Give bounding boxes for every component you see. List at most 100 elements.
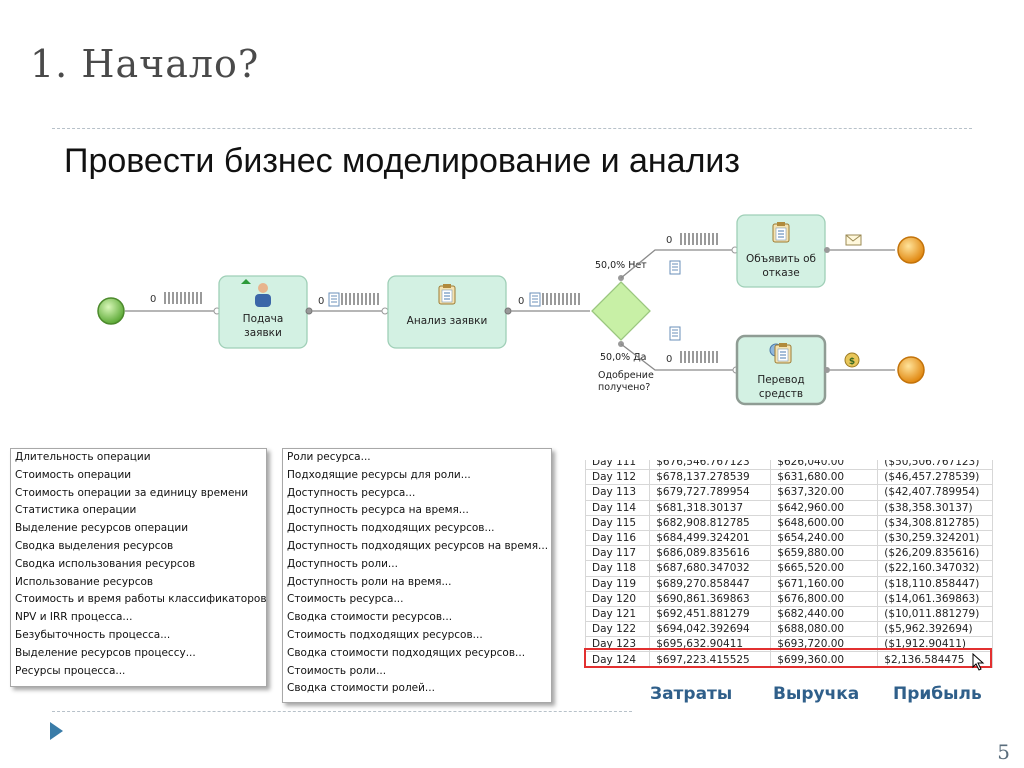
menu-operations-item[interactable]: Сводка использования ресурсов <box>15 557 196 570</box>
table-cell: $686,089.835616 <box>649 545 772 562</box>
table-cell: Day 115 <box>585 514 651 531</box>
menu-resources-item[interactable]: Сводка стоимости ресурсов... <box>287 611 453 624</box>
highlighted-row-marker <box>584 648 992 668</box>
table-cell: Day 120 <box>585 590 651 607</box>
table-cell: ($50,506.767123) <box>877 460 993 471</box>
footer-divider <box>52 711 632 712</box>
menu-operations-item[interactable]: Сводка выделения ресурсов <box>15 539 174 552</box>
table-cell: $682,440.00 <box>770 605 879 623</box>
table-cell: Day 119 <box>585 575 651 592</box>
branch-no-label: 50,0% Нет <box>595 260 647 271</box>
table-cell: Day 112 <box>585 469 651 486</box>
end-event-transfer[interactable] <box>897 356 925 384</box>
queue-count-1: 0 <box>150 294 156 305</box>
slide-title: 1. Начало? <box>30 42 260 86</box>
label-costs: Затраты <box>650 684 733 704</box>
decision-gateway[interactable] <box>591 281 651 341</box>
menu-operations-item[interactable]: NPV и IRR процесса... <box>15 611 133 624</box>
table-cell: $694,042.392694 <box>649 621 772 638</box>
table-cell: $642,960.00 <box>770 499 879 516</box>
table-cell: Day 121 <box>585 605 651 623</box>
menu-resources-item[interactable]: Стоимость подходящих ресурсов... <box>287 628 483 641</box>
menu-operations-item[interactable]: Безубыточность процесса... <box>15 628 171 641</box>
menu-resources-item[interactable]: Доступность ресурса... <box>287 486 416 499</box>
branch-yes-label: 50,0% Да <box>600 352 646 363</box>
menu-resources-item[interactable]: Подходящие ресурсы для роли... <box>287 468 471 481</box>
task-label-1a: Подача <box>243 313 284 325</box>
table-row: Day 117$686,089.835616$659,880.00($26,20… <box>585 545 993 562</box>
table-cell: Day 117 <box>585 545 651 562</box>
money-bag-icon: $ <box>844 352 860 368</box>
table-cell: ($14,061.369863) <box>877 590 993 607</box>
queue-count-3: 0 <box>518 296 524 307</box>
process-diagram: 0 Подача заявки 0 Анализ заявки 0 50,0% … <box>97 214 925 406</box>
table-cell: ($5,962.392694) <box>877 621 993 638</box>
table-cell: $654,240.00 <box>770 529 879 547</box>
task-label-2: Анализ заявки <box>407 315 488 327</box>
table-cell: $637,320.00 <box>770 484 879 501</box>
table-cell: Day 114 <box>585 499 651 516</box>
menu-resources-item[interactable]: Роли ресурса... <box>287 451 371 463</box>
table-cell: $689,270.858447 <box>649 575 772 592</box>
table-cell: $682,908.812785 <box>649 514 772 531</box>
slide-subtitle: Провести бизнес моделирование и анализ <box>64 142 741 180</box>
table-cell: $676,546.767123 <box>649 460 772 471</box>
table-row: Day 122$694,042.392694$688,080.00($5,962… <box>585 621 993 638</box>
menu-resources-item[interactable]: Сводка стоимости подходящих ресурсов... <box>287 646 526 659</box>
table-cell: $678,137.278539 <box>649 469 772 486</box>
title-divider <box>52 128 972 129</box>
task-label-1b: заявки <box>244 327 282 339</box>
table-cell: $687,680.347032 <box>649 560 772 577</box>
table-row: Day 112$678,137.278539$631,680.00($46,45… <box>585 469 993 486</box>
menu-resources-item[interactable]: Стоимость ресурса... <box>287 593 404 606</box>
table-row: Day 118$687,680.347032$665,520.00($22,16… <box>585 560 993 577</box>
label-revenue: Выручка <box>773 684 860 704</box>
menu-resources-item[interactable]: Сводка стоимости ролей... <box>287 682 435 695</box>
table-cell: $659,880.00 <box>770 545 879 562</box>
menu-operations-item[interactable]: Стоимость операции за единицу времени <box>15 486 249 499</box>
clipboard-icon <box>772 221 790 243</box>
user-icon <box>255 283 271 307</box>
table-cell: $671,160.00 <box>770 575 879 592</box>
menu-operations-item[interactable]: Ресурсы процесса... <box>15 664 126 677</box>
menu-operations-item[interactable]: Использование ресурсов <box>15 575 154 588</box>
end-event-rejection[interactable] <box>897 236 925 264</box>
table-cell: $692,451.881279 <box>649 605 772 623</box>
table-cell: Day 111 <box>585 460 651 471</box>
bullet-arrow-icon <box>50 722 63 740</box>
queue-count-5: 0 <box>666 354 672 365</box>
menu-operations-item[interactable]: Стоимость операции <box>15 468 132 481</box>
gateway-label-a: Одобрение <box>598 370 654 381</box>
table-row: Day 113$679,727.789954$637,320.00($42,40… <box>585 484 993 501</box>
envelope-icon <box>845 234 862 246</box>
menu-operations-item[interactable]: Выделение ресурсов процессу... <box>15 646 196 659</box>
resources-report-menu: Роли ресурса... Подходящие ресурсы для ро… <box>282 448 552 703</box>
menu-resources-item[interactable]: Доступность подходящих ресурсов... <box>287 522 495 535</box>
table-cell: $631,680.00 <box>770 469 879 486</box>
table-cell: ($10,011.881279) <box>877 605 993 623</box>
menu-resources-item[interactable]: Стоимость роли... <box>287 664 387 677</box>
table-cell: Day 116 <box>585 529 651 547</box>
menu-resources-item[interactable]: Доступность роли... <box>287 557 398 570</box>
queue-count-2: 0 <box>318 296 324 307</box>
table-cell: Day 122 <box>585 621 651 638</box>
task-label-3b: отказе <box>762 267 799 279</box>
table-cell: ($26,209.835616) <box>877 545 993 562</box>
menu-resources-item[interactable]: Доступность роли на время... <box>287 575 452 588</box>
table-cell: $681,318.30137 <box>649 499 772 516</box>
menu-resources-item[interactable]: Доступность ресурса на время... <box>287 504 469 517</box>
start-event[interactable] <box>97 297 125 325</box>
menu-resources-item[interactable]: Доступность подходящих ресурсов на время… <box>287 539 549 552</box>
menu-operations-item[interactable]: Статистика операции <box>15 504 137 517</box>
table-cell: $626,040.00 <box>770 460 879 471</box>
table-row: Day 119$689,270.858447$671,160.00($18,11… <box>585 575 993 592</box>
table-cell: ($42,407.789954) <box>877 484 993 501</box>
task-label-4b: средств <box>759 388 803 400</box>
svg-text:$: $ <box>849 357 855 367</box>
menu-operations-item[interactable]: Стоимость и время работы классификаторов <box>15 593 267 606</box>
menu-operations-item[interactable]: Длительность операции <box>15 451 151 463</box>
table-cell: Day 113 <box>585 484 651 501</box>
menu-operations-item[interactable]: Выделение ресурсов операции <box>15 522 189 535</box>
table-cell: $2,136.584475 <box>877 651 993 668</box>
table-row: Day 121$692,451.881279$682,440.00($10,01… <box>585 605 993 623</box>
